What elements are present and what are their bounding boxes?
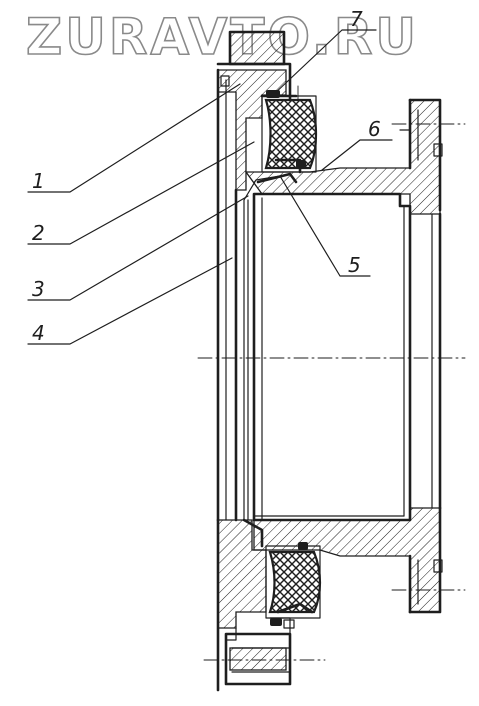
leader-1 [27, 83, 241, 193]
bore-sleeve [242, 172, 412, 548]
leader-6 [321, 139, 393, 171]
watermark-text: ZURAVTO.RU [26, 8, 419, 66]
callout-labels: 1 2 3 4 5 6 7 [32, 7, 381, 345]
callout-label-2: 2 [32, 221, 45, 245]
callout-label-7: 7 [350, 7, 363, 31]
callout-label-6: 6 [368, 117, 381, 141]
callout-label-3: 3 [32, 277, 45, 301]
leader-lines [27, 29, 393, 345]
leader-5 [279, 175, 371, 277]
outer-housing [216, 30, 292, 692]
leader-3 [27, 195, 249, 301]
leader-2 [27, 141, 255, 245]
callout-label-1: 1 [32, 169, 45, 193]
callout-label-4: 4 [32, 321, 45, 345]
leader-7 [271, 29, 377, 97]
leader-4 [27, 257, 233, 345]
callout-label-5: 5 [348, 253, 361, 277]
